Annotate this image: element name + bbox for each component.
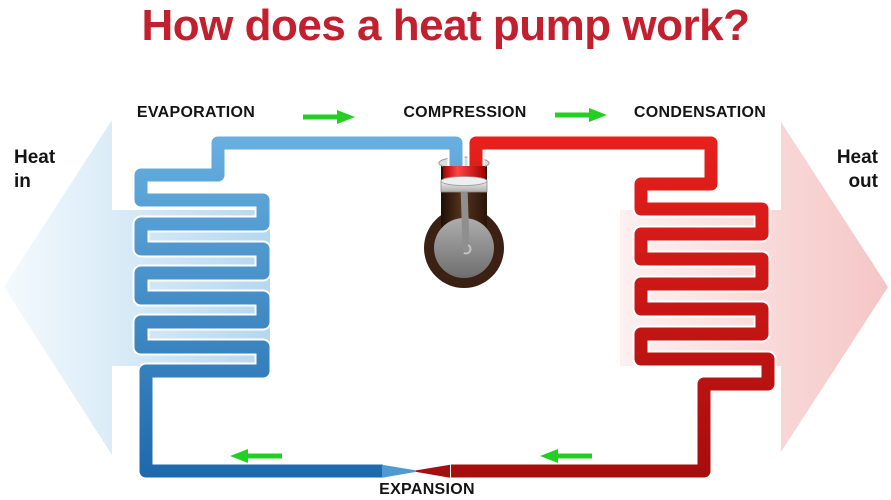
compressor-connecting-rod xyxy=(460,182,470,252)
compressor-head xyxy=(440,166,488,193)
heat-in-line2: in xyxy=(14,171,31,192)
stage-label-evaporation: EVAPORATION xyxy=(136,104,256,121)
heat-in-label: Heat in xyxy=(14,146,55,194)
expansion-valve-red-taper xyxy=(416,464,450,478)
evaporator-pipe xyxy=(134,136,463,478)
heat-out-line2: out xyxy=(848,171,878,192)
heat-out-label: Heat out xyxy=(837,146,878,194)
flow-arrow-expansion-left xyxy=(230,449,282,463)
crank-pin-highlight xyxy=(460,243,472,255)
flow-arrow-evaporation-to-compression xyxy=(303,110,355,124)
stage-label-compression: COMPRESSION xyxy=(403,104,527,121)
page-title: How does a heat pump work? xyxy=(141,1,750,50)
condenser-coil-pipe xyxy=(451,134,777,480)
heat-in-line1: Heat xyxy=(14,147,56,168)
condenser-pipe xyxy=(451,136,775,478)
compressor-piston-top xyxy=(440,176,488,186)
stage-label-expansion: EXPANSION xyxy=(379,481,475,498)
heat-out-line1: Heat xyxy=(836,147,878,168)
expansion-valve-blue-taper xyxy=(382,464,416,478)
evaporator-coil-pipe xyxy=(132,134,465,480)
flow-arrow-compression-to-condensation xyxy=(555,108,607,122)
stage-label-condensation: CONDENSATION xyxy=(633,104,767,121)
flow-arrow-expansion-right xyxy=(540,449,592,463)
